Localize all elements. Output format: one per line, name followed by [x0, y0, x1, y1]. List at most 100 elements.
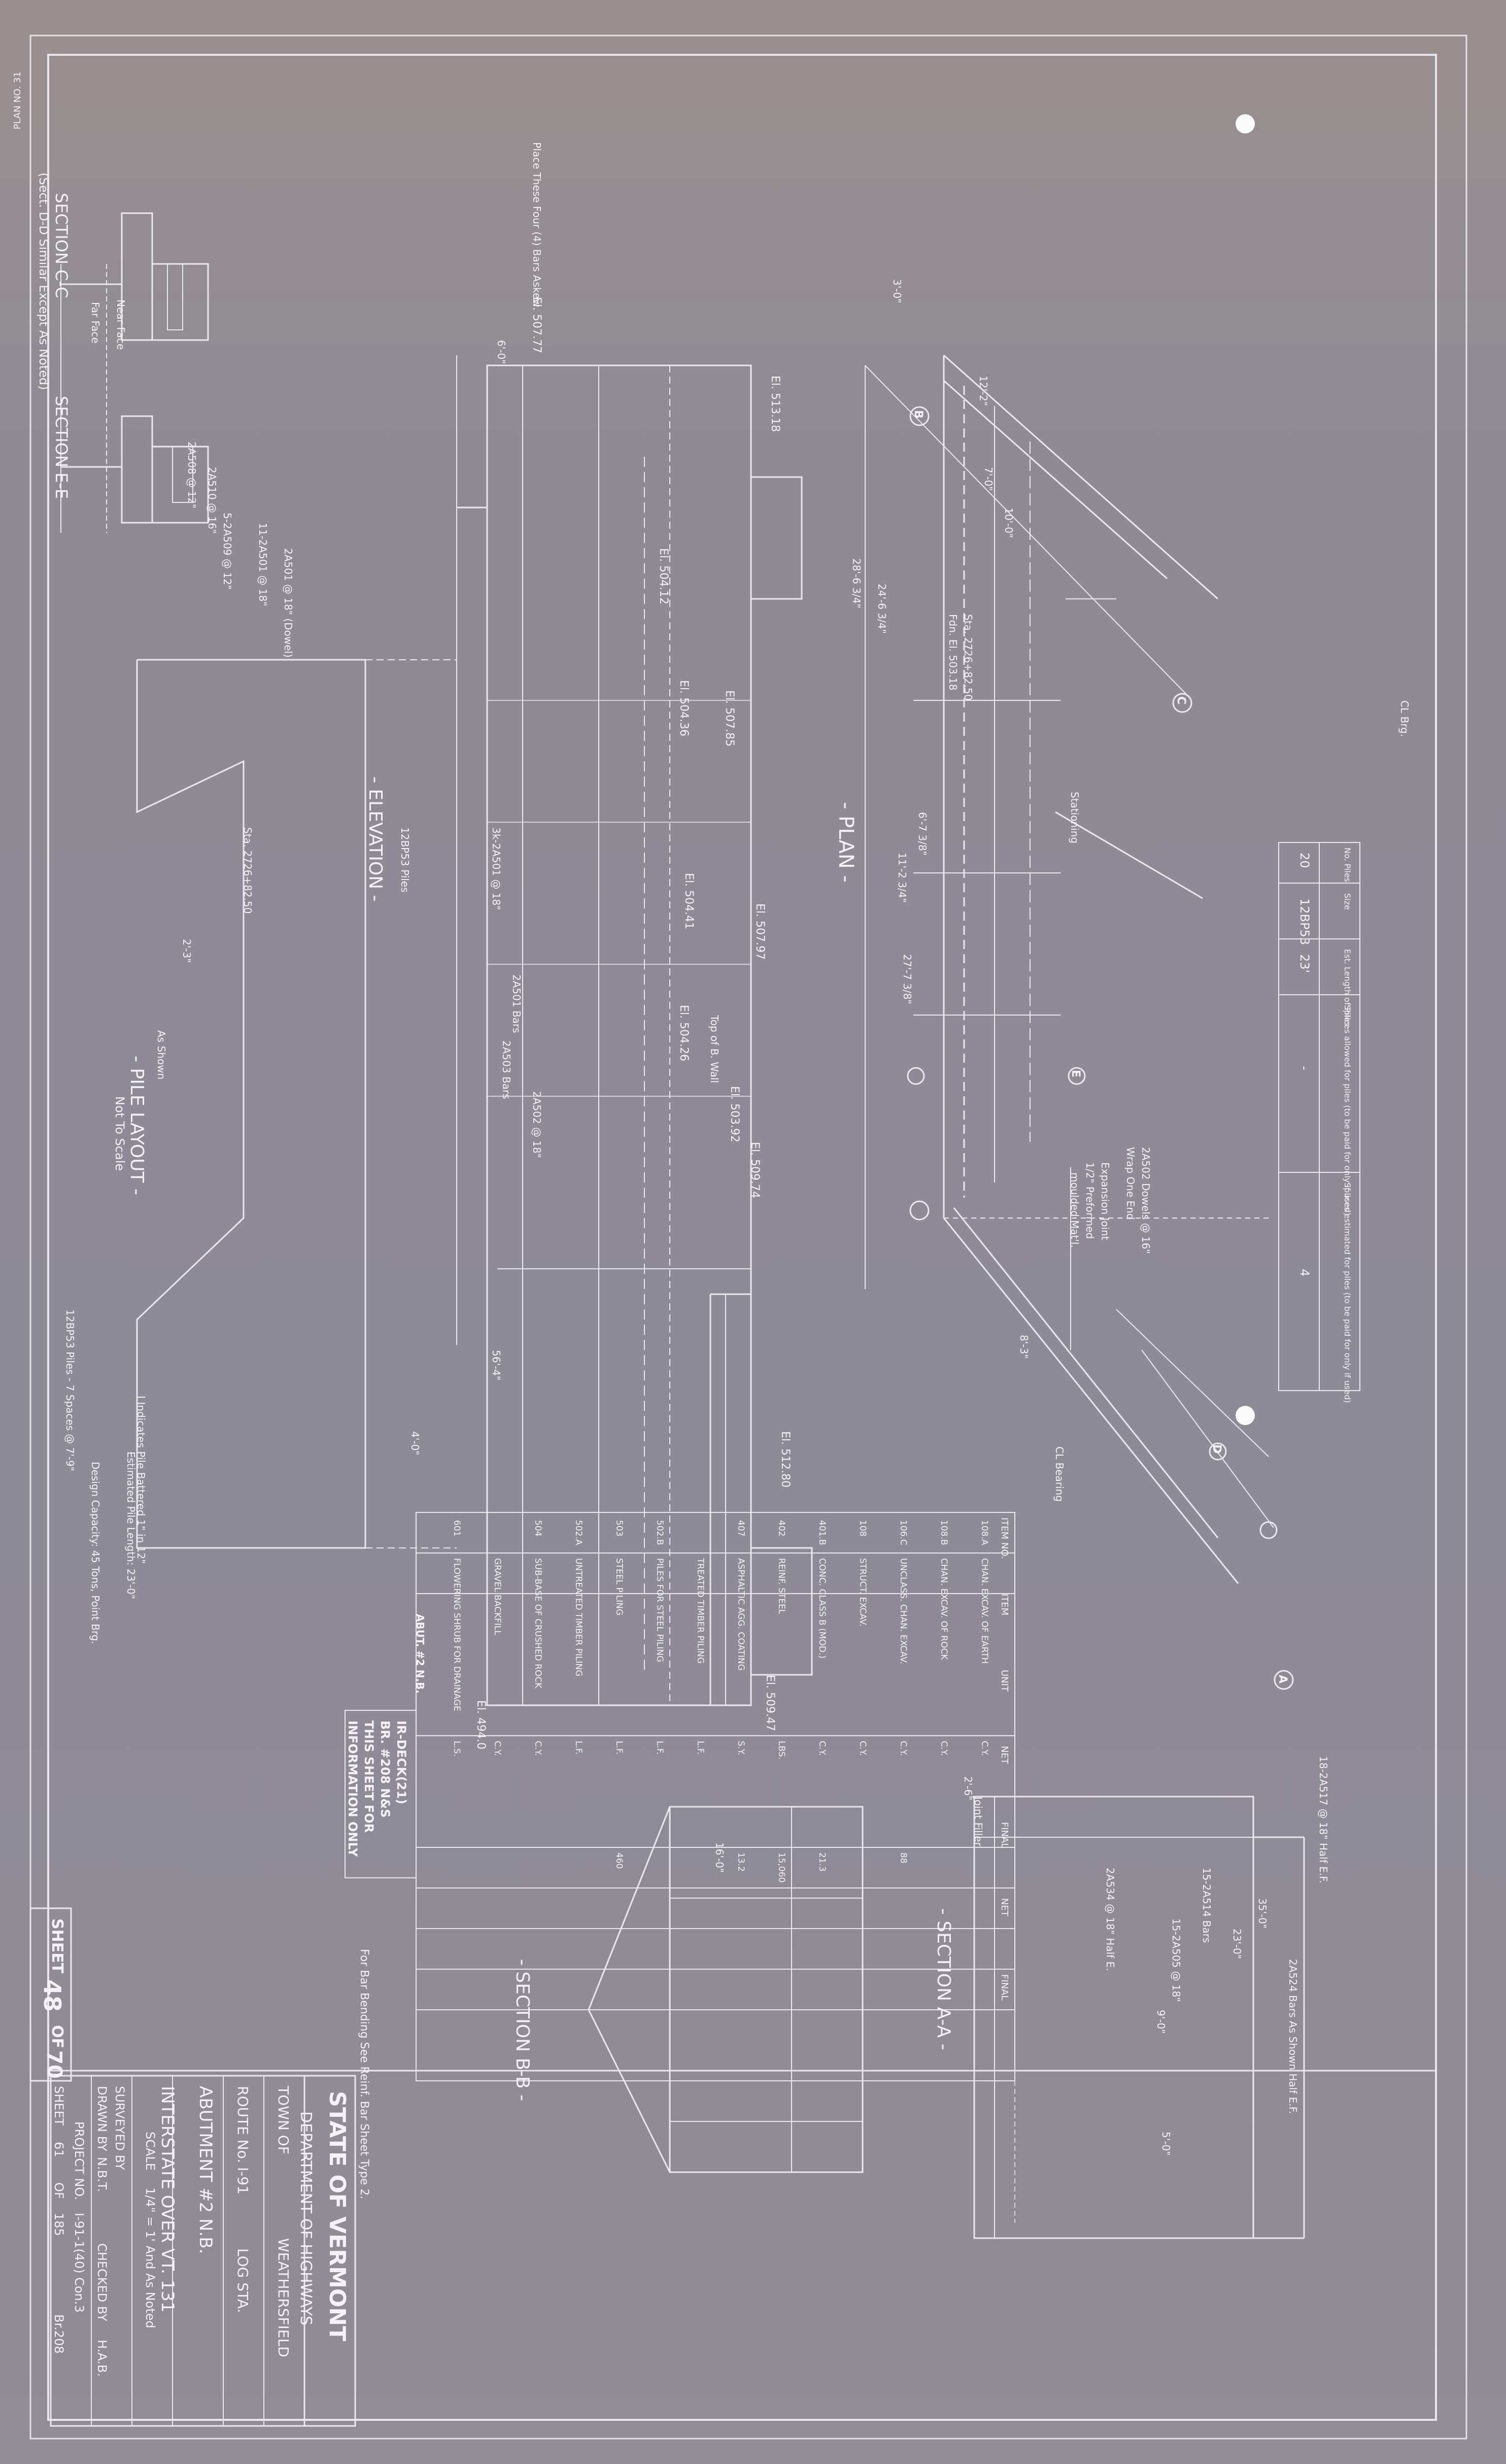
dimension-label: 16'-0" — [713, 1842, 726, 1873]
quantities-table — [416, 1512, 1015, 2081]
note-text: Joint Filler — [972, 1797, 984, 1846]
quantities-net: 460 — [614, 1852, 624, 1869]
note-text: Sta. 2726+82.50 — [242, 827, 254, 914]
scale-value: 1/4" = 1' And As Noted — [143, 2187, 157, 2328]
quantities-net: 13.2 — [736, 1852, 746, 1872]
note-text: 2A510 @ 16" — [206, 467, 218, 534]
quantities-item-no: 401.B — [817, 1520, 827, 1545]
quantities-item-no: 106.C — [898, 1520, 908, 1545]
note-text: 2A502 @ 18" — [531, 1091, 543, 1158]
punch-hole — [1236, 1406, 1255, 1425]
quantities-unit: C.Y. — [492, 1741, 502, 1756]
sheet-stamp-number: 48 — [39, 1979, 66, 2012]
dimension-label: 24'-6 3/4" — [876, 584, 888, 634]
row-marker: E — [1069, 1070, 1082, 1078]
department-name: DEPARTMENT OF HIGHWAYS — [297, 2111, 315, 2326]
quantities-item-name: REINF. STEEL — [776, 1558, 786, 1614]
row-marker: D — [1210, 1444, 1223, 1454]
info-box-line: IR-DECK(21) — [394, 1720, 408, 1805]
row-marker: B — [912, 410, 925, 419]
elevation-label: El. 504.12 — [657, 548, 670, 604]
note-text: 2A501 Bars — [510, 974, 523, 1033]
quantities-item-name: STRUCT. EXCAV. — [858, 1558, 868, 1627]
section-aa-title: - SECTION A-A - — [933, 1908, 954, 2050]
note-text: Top of B. Wall — [708, 1015, 721, 1084]
note-text: 5-2A509 @ 12" — [221, 513, 233, 590]
note-text: 12BP53 Piles - 7 Spaces @ 7'-9" — [64, 1309, 76, 1471]
quantities-item-name: CHAN. EXCAV. OF EARTH — [979, 1558, 989, 1664]
quantities-item-name: PILES FOR STEEL PILING — [655, 1558, 665, 1663]
quantities-group-header: ABUT. #2 N.B. — [414, 1614, 426, 1694]
note-text: CL Bearing — [1053, 1446, 1066, 1502]
note-text: 3k-2A501 @ 18" — [490, 827, 502, 910]
plan-title: - PLAN - — [834, 802, 858, 883]
note-text: Wrap One End — [1124, 1147, 1137, 1220]
quantities-item-no: 601 — [452, 1520, 462, 1537]
drawn-by-value: N.B.T. — [95, 2157, 109, 2192]
pile-layout-title: - PILE LAYOUT - — [126, 1056, 147, 1195]
quantities-item-name: SUB-BASE OF CRUSHED ROCK — [533, 1558, 543, 1689]
quantities-unit: S.Y. — [736, 1741, 746, 1756]
route-value: I-91 — [234, 2167, 251, 2195]
quantities-net: 15,060 — [776, 1852, 786, 1883]
note-text: Stationing — [1069, 792, 1081, 844]
dimension-label: 56'-4" — [490, 1350, 502, 1381]
elevation-label: El. 504.36 — [677, 680, 690, 736]
scale-label: SCALE — [143, 2132, 157, 2171]
quantities-unit: C.Y. — [979, 1741, 989, 1756]
dimension-label: 2'-3" — [181, 939, 193, 963]
sheet-stamp-label: SHEET — [48, 1918, 66, 1974]
section-cc-ee — [60, 212, 209, 533]
pile-table-header: Splices estimated for piles (to be paid … — [1343, 1183, 1352, 1403]
quantities-unit: C.Y. — [533, 1741, 543, 1756]
elevation-label: El. 494.0 — [474, 1700, 487, 1749]
pile-layout — [136, 659, 457, 1549]
quantities-header: ITEM — [999, 1594, 1010, 1616]
dimension-label: 28'-6 3/4" — [850, 558, 863, 609]
log-sta-label: LOG STA. — [234, 2248, 251, 2313]
quantities-item-no: 108 — [858, 1520, 868, 1537]
dimension-label: 35'-0" — [1256, 1898, 1269, 1929]
corner-stamp: PLAN NO. 31 — [12, 72, 23, 129]
quantities-header: UNIT — [999, 1670, 1010, 1692]
quantities-item-no: 504 — [533, 1520, 543, 1537]
quantities-unit: C.Y. — [817, 1741, 827, 1756]
note-text: 11-2A501 @ 18" — [257, 523, 269, 606]
town-value: WEATHERSFIELD — [275, 2238, 292, 2357]
quantities-net: 21.3 — [817, 1852, 827, 1872]
quantities-header: FINAL — [999, 1974, 1010, 2001]
quantities-unit: L.F. — [614, 1741, 624, 1755]
quantities-header: ITEM NO. — [999, 1517, 1010, 1559]
pile-table-header: No. Piles — [1343, 848, 1352, 883]
dimension-label: 3'-0" — [891, 279, 903, 303]
section-cc-title: SECTION C-C — [52, 193, 71, 298]
punch-hole — [1236, 114, 1255, 133]
dimension-label: 10'-0" — [1003, 508, 1015, 538]
note-text: 18-2A517 @ 18" Half E.F. — [1317, 1756, 1329, 1883]
dimension-label: 6'-0" — [495, 340, 507, 364]
quantities-unit: L.F. — [655, 1741, 665, 1755]
note-text: 2A524 Bars As Shown Half E.F. — [1287, 1959, 1299, 2114]
checked-by-label: CHECKED BY — [95, 2243, 109, 2321]
quantities-unit: L.S. — [452, 1741, 462, 1757]
note-text: 2A508 @ 12" — [186, 442, 198, 509]
quantities-item-name: GRAVEL BACKFILL — [492, 1558, 502, 1635]
quantities-item-name: UNCLASS. CHAN. EXCAV. — [898, 1558, 908, 1665]
section-aa — [973, 1796, 1305, 2239]
note-text: 2A503 Bars — [500, 1040, 512, 1099]
dimension-label: 4'-0" — [409, 1431, 421, 1456]
sheet-stamp-of: OF — [48, 2025, 66, 2048]
quantities-unit: LBS. — [776, 1741, 786, 1760]
dimension-label: 8'-3" — [1018, 1335, 1030, 1359]
quantities-net: 88 — [898, 1852, 908, 1864]
quantities-item-name: UNTREATED TIMBER PILING — [573, 1558, 584, 1677]
quantities-item-no: 407 — [736, 1520, 746, 1537]
info-box — [345, 1710, 417, 1878]
town-label: TOWN OF — [275, 2086, 292, 2154]
elevation-label: El. 509.47 — [764, 1675, 776, 1731]
info-box-line: INFORMATION ONLY — [346, 1720, 360, 1857]
inner-border — [47, 54, 1437, 2421]
info-box-line: THIS SHEET FOR — [362, 1720, 376, 1833]
